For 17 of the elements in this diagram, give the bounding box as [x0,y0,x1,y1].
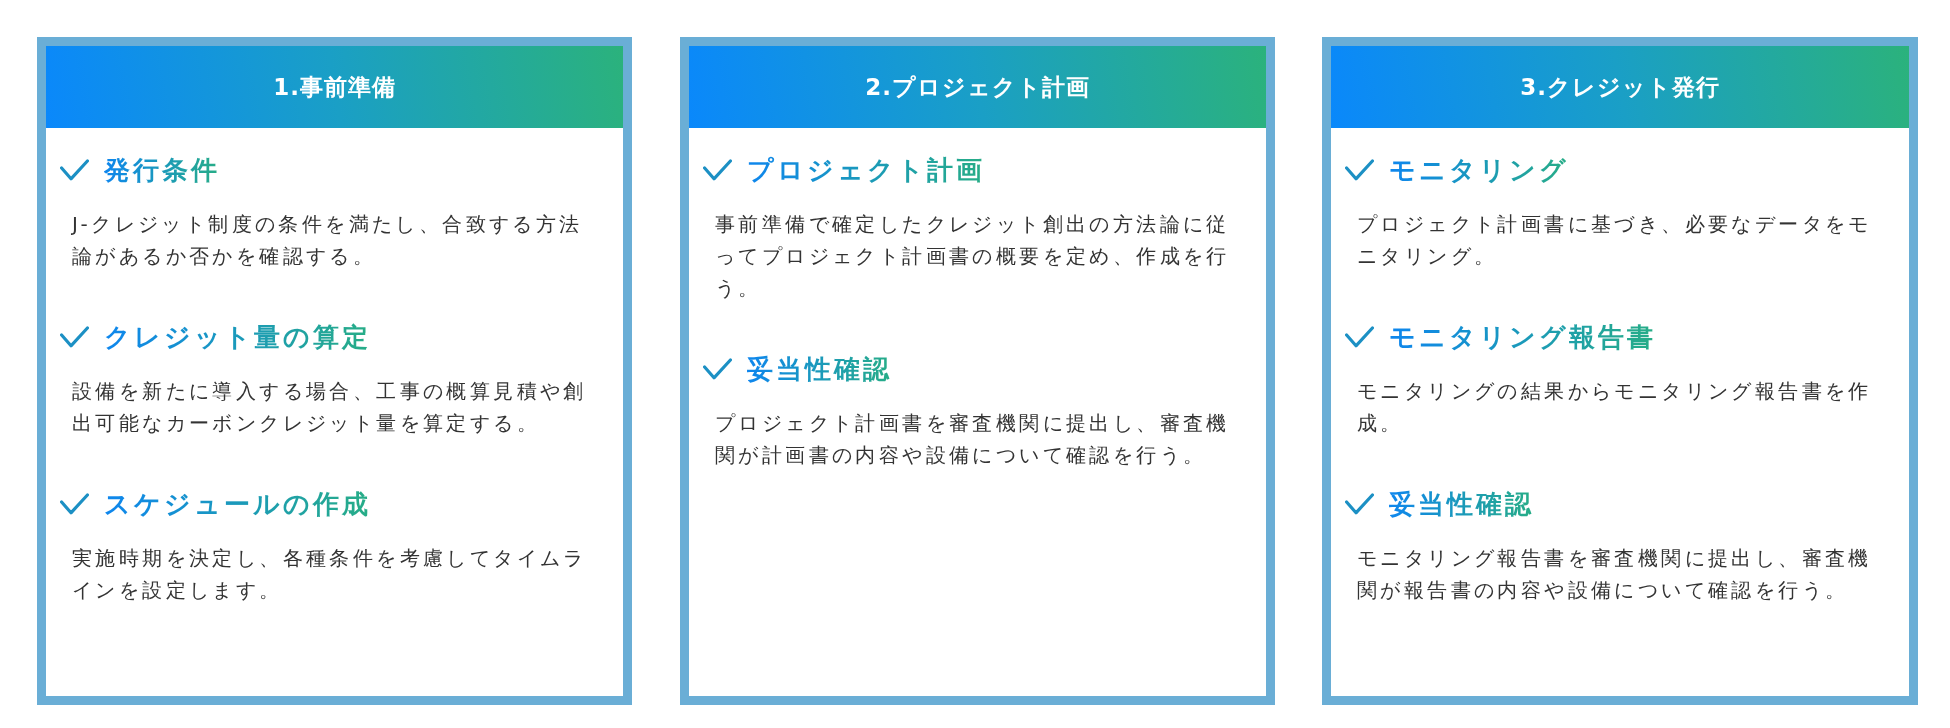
item-description: プロジェクト計画書を審査機関に提出し、審査機関が計画書の内容や設備について確認を行う。 [715,410,1231,469]
header-band [46,46,623,128]
item-description: J-クレジット制度の条件を満たし、合致する方法論があるか否かを確認する。 [72,211,584,270]
item-description: 実施時期を決定し、各種条件を考慮してタイムラインを設定します。 [72,545,588,604]
step-title: 3.クレジット発行 [1520,73,1720,102]
step-title: 2.プロジェクト計画 [865,73,1090,102]
item-description: モニタリングの結果からモニタリング報告書を作成。 [1357,378,1873,437]
item-description: モニタリング報告書を審査機関に提出し、審査機関が報告書の内容や設備について確認を行う。 [1357,545,1873,604]
header-band [1331,46,1909,128]
header-band [689,46,1266,128]
item-description: 設備を新たに導入する場合、工事の概算見積や創出可能なカーボンクレジット量を算定する。 [72,378,588,437]
item-description: プロジェクト計画書に基づき、必要なデータをモニタリング。 [1357,211,1873,270]
step-card [37,37,632,705]
item-description: 事前準備で確定したクレジット創出の方法論に従ってプロジェクト計画書の概要を定め、作成を行う。 [715,211,1231,302]
step-title: 1.事前準備 [273,73,396,102]
step-card [1322,37,1918,705]
step-card [680,37,1275,705]
